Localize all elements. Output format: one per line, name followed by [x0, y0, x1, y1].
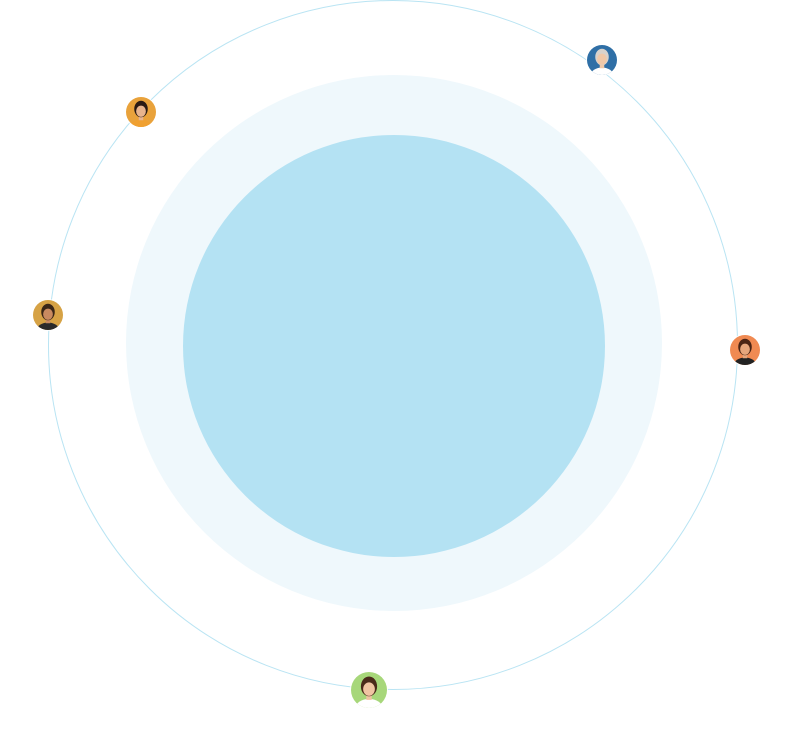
core-circle — [183, 135, 605, 557]
person-avatar-icon — [33, 300, 63, 330]
avatar-top-right — [587, 45, 617, 75]
person-avatar-icon — [126, 97, 156, 127]
person-avatar-icon — [351, 672, 387, 708]
avatar-left — [33, 300, 63, 330]
avatar-bottom — [351, 672, 387, 708]
avatar-top-left — [126, 97, 156, 127]
person-avatar-icon — [730, 335, 760, 365]
person-avatar-icon — [587, 45, 617, 75]
avatar-right — [730, 335, 760, 365]
